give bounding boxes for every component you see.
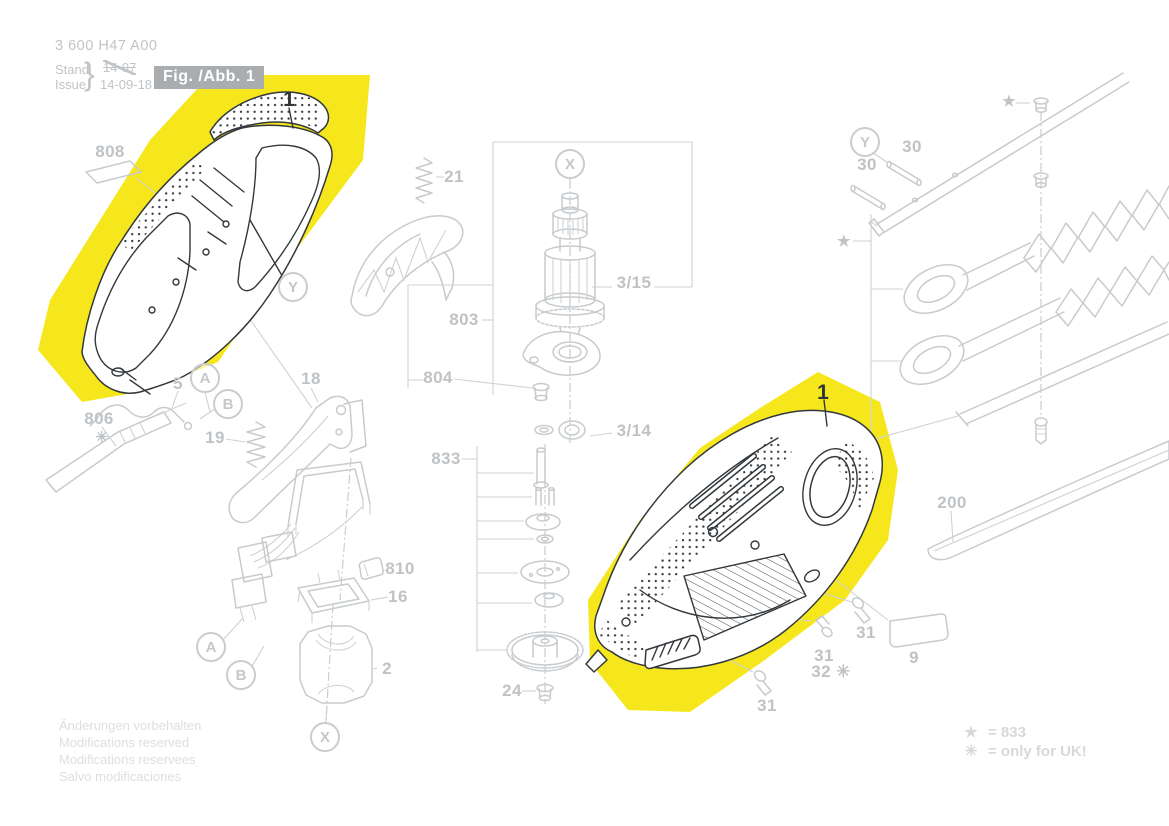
callout-810: 810 (385, 559, 415, 578)
ref-marker-y-left: Y (278, 272, 308, 302)
ref-marker-b-lower: B (226, 660, 256, 690)
part-16-frame (297, 569, 389, 623)
asterisk-icon: ✳ (964, 743, 978, 760)
legend-row-star: ★ = 833 (962, 723, 1087, 742)
callout-31-c: 31 (757, 696, 777, 715)
part-2-stator (299, 625, 378, 723)
ref-marker-a-left: A (190, 363, 220, 393)
callout-200: 200 (937, 493, 967, 512)
revision-note-de: Änderungen vorbehalten (59, 718, 202, 733)
ref-marker-x-lower: X (310, 722, 340, 752)
part-bearing-flange (522, 330, 601, 402)
stand-brace: } (84, 56, 95, 92)
part-link-wire (89, 390, 217, 431)
part-switch (221, 531, 297, 669)
left-housing (81, 91, 333, 395)
type-number: 3 600 H47 A00 (55, 38, 158, 54)
revision-note-en: Modifications reserved (59, 735, 190, 750)
callout-804: 804 (423, 368, 453, 387)
callout-1-left: 1 (283, 88, 295, 111)
ref-marker-a-lower: A (196, 632, 226, 662)
callout-808: 808 (95, 142, 125, 161)
part-cable-frame (249, 461, 371, 569)
callout-9: 9 (909, 648, 919, 667)
issue-label: Issue (55, 77, 87, 92)
callout-5: 5 (173, 374, 183, 393)
callout-30-upper: 30 (902, 137, 922, 156)
uk-only-mark-806: ✳ (95, 429, 109, 446)
star-mark-mid: ★ (837, 233, 851, 250)
callout-2: 2 (382, 659, 392, 678)
symbol-legend: ★ = 833 ✳ = only for UK! (962, 723, 1087, 761)
callout-32-uk: 32 ✳ (811, 662, 851, 681)
star-icon: ★ (964, 724, 978, 741)
part-9-pad (835, 579, 949, 648)
stand-label: Stand (55, 62, 89, 77)
star-mark-top: ★ (1002, 93, 1016, 110)
callout-30-lower: 30 (857, 155, 877, 174)
part-gear-stack (462, 446, 584, 702)
revision-note-es: Salvo modificaciones (59, 769, 182, 784)
callout-803: 803 (449, 310, 479, 329)
callout-19: 19 (205, 428, 225, 447)
part-18-trigger (228, 304, 367, 524)
date-current: 14-09-18 (100, 77, 153, 92)
ref-marker-x-top: X (555, 149, 585, 179)
ref-marker-y-right: Y (850, 127, 880, 157)
part-810-clip (358, 557, 384, 580)
callout-1-right: 1 (817, 381, 829, 404)
part-808-plate (85, 160, 142, 184)
bracket-lines (407, 141, 693, 437)
callout-18: 18 (301, 369, 321, 388)
figure-label: Fig. /Abb. 1 (154, 66, 265, 89)
ref-marker-b-left: B (213, 389, 243, 419)
callout-16: 16 (388, 587, 408, 606)
legend-uk-meaning: = only for UK! (988, 743, 1087, 760)
part-bearing (534, 420, 586, 440)
callout-24: 24 (502, 681, 522, 700)
part-cord-806 (45, 402, 187, 493)
callout-31-b: 31 (814, 646, 834, 665)
callout-3-15: 3/15 (616, 273, 652, 292)
revision-note-fr: Modifications reservees (59, 752, 196, 767)
part-21-spring (415, 157, 433, 204)
callout-21: 21 (444, 167, 464, 186)
callout-31-a: 31 (856, 623, 876, 642)
blade-assembly (850, 72, 1169, 445)
legend-star-meaning: = 833 (988, 724, 1026, 741)
part-19-spring (246, 421, 266, 468)
callout-833: 833 (431, 449, 461, 468)
part-200-guard (927, 440, 1169, 561)
right-housing (585, 399, 883, 673)
date-superseded: 14-07 (103, 60, 137, 75)
guard-truss (350, 215, 464, 317)
callout-806: 806 (84, 409, 114, 428)
revision-notes: Änderungen vorbehalten Modifications res… (59, 717, 201, 785)
callout-3-14: 3/14 (616, 421, 652, 440)
legend-row-uk: ✳ = only for UK! (962, 742, 1087, 761)
